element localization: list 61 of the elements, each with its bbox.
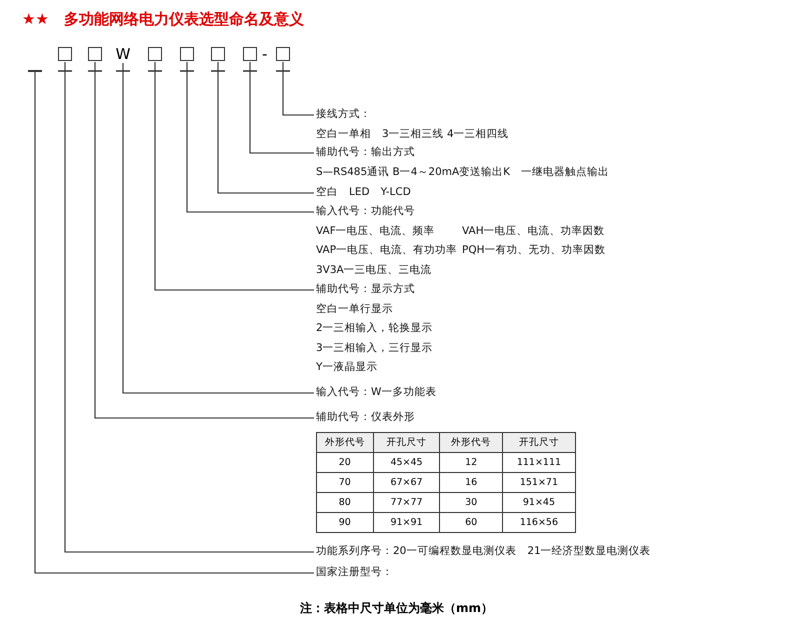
table-value: 45×45 — [373, 452, 440, 472]
code-slot-box — [276, 47, 290, 61]
code-heading: 辅助代号：显示方式 — [316, 282, 415, 298]
leader-line — [64, 62, 314, 553]
code-heading: 接线方式： — [316, 107, 371, 122]
table-value: 111×111 — [502, 452, 576, 472]
leader-line — [154, 62, 314, 291]
tick-bar — [28, 70, 42, 72]
code-heading: 辅助代号：输出方式 — [316, 145, 415, 160]
option-text: Y一液晶显示 — [316, 360, 378, 376]
code-slot-box — [211, 47, 225, 61]
leader-line — [94, 62, 314, 419]
option-text: 3V3A一三电压、三电流 — [316, 262, 432, 278]
option-text: 空白一单行显示 — [316, 302, 393, 317]
code-heading: 输入代号：功能代号 — [316, 204, 415, 220]
table-value: 91×45 — [502, 492, 576, 512]
table-value: 60 — [440, 512, 502, 532]
table-value: 77×77 — [373, 492, 440, 512]
leader-line — [186, 62, 314, 213]
table-value: 70 — [316, 472, 374, 492]
code-heading: 辅助代号：仪表外形 — [316, 410, 415, 426]
table-value: 12 — [440, 452, 502, 472]
option-text: 2一三相输入，轮换显示 — [316, 321, 433, 336]
code-heading: 功能系列序号：20一可编程数显电测仪表 21一经济型数显电测仪表 — [316, 544, 651, 560]
code-slot-box — [148, 47, 162, 61]
option-text: VAF一电压、电流、频率 — [316, 224, 436, 239]
table-value: 91×91 — [373, 512, 440, 532]
separator-dash: - — [262, 45, 268, 63]
table-value: 67×67 — [373, 472, 440, 492]
leader-line — [282, 62, 314, 116]
option-text: 3一三相输入，三行显示 — [316, 340, 433, 356]
code-slot-box — [58, 47, 72, 61]
option-text: S—RS485通讯 B一4～20mA变送输出K 一继电器触点输出 — [316, 164, 610, 180]
table-value: 30 — [440, 492, 502, 512]
table-value: 16 — [440, 472, 502, 492]
column-header: 外形代号 — [440, 432, 502, 452]
column-header: 开孔尺寸 — [373, 432, 440, 452]
code-letter: W — [115, 45, 131, 63]
option-text: PQH一有功、无功、功率因数 — [462, 243, 606, 258]
code-heading: 国家注册型号： — [316, 565, 393, 580]
leader-line — [249, 62, 314, 154]
title: ★★ 多功能网络电力仪表选型命名及意义 — [22, 10, 304, 29]
code-slot-box — [243, 47, 257, 61]
table-value: 20 — [316, 452, 374, 472]
table-value: 116×56 — [502, 512, 576, 532]
column-header: 外形代号 — [316, 432, 374, 452]
option-text: 空白一单相 3一三相三线 4一三相四线 — [316, 126, 509, 142]
table-value: 151×71 — [502, 472, 576, 492]
leader-line — [217, 62, 314, 194]
column-header: 开孔尺寸 — [502, 432, 576, 452]
table-value: 90 — [316, 512, 374, 532]
footnote: 注：表格中尺寸单位为毫米（mm） — [298, 600, 494, 617]
code-slot-box — [88, 47, 102, 61]
option-text: VAH一电压、电流、功率因数 — [462, 224, 605, 239]
code-heading: 输入代号：W一多功能表 — [316, 385, 436, 400]
code-heading: 空白 LED Y-LCD — [316, 185, 411, 200]
table-value: 80 — [316, 492, 374, 512]
leader-line — [122, 63, 314, 394]
leader-line — [34, 72, 314, 574]
code-slot-box — [180, 47, 194, 61]
option-text: VAP一电压、电流、有功功率 — [316, 243, 458, 258]
